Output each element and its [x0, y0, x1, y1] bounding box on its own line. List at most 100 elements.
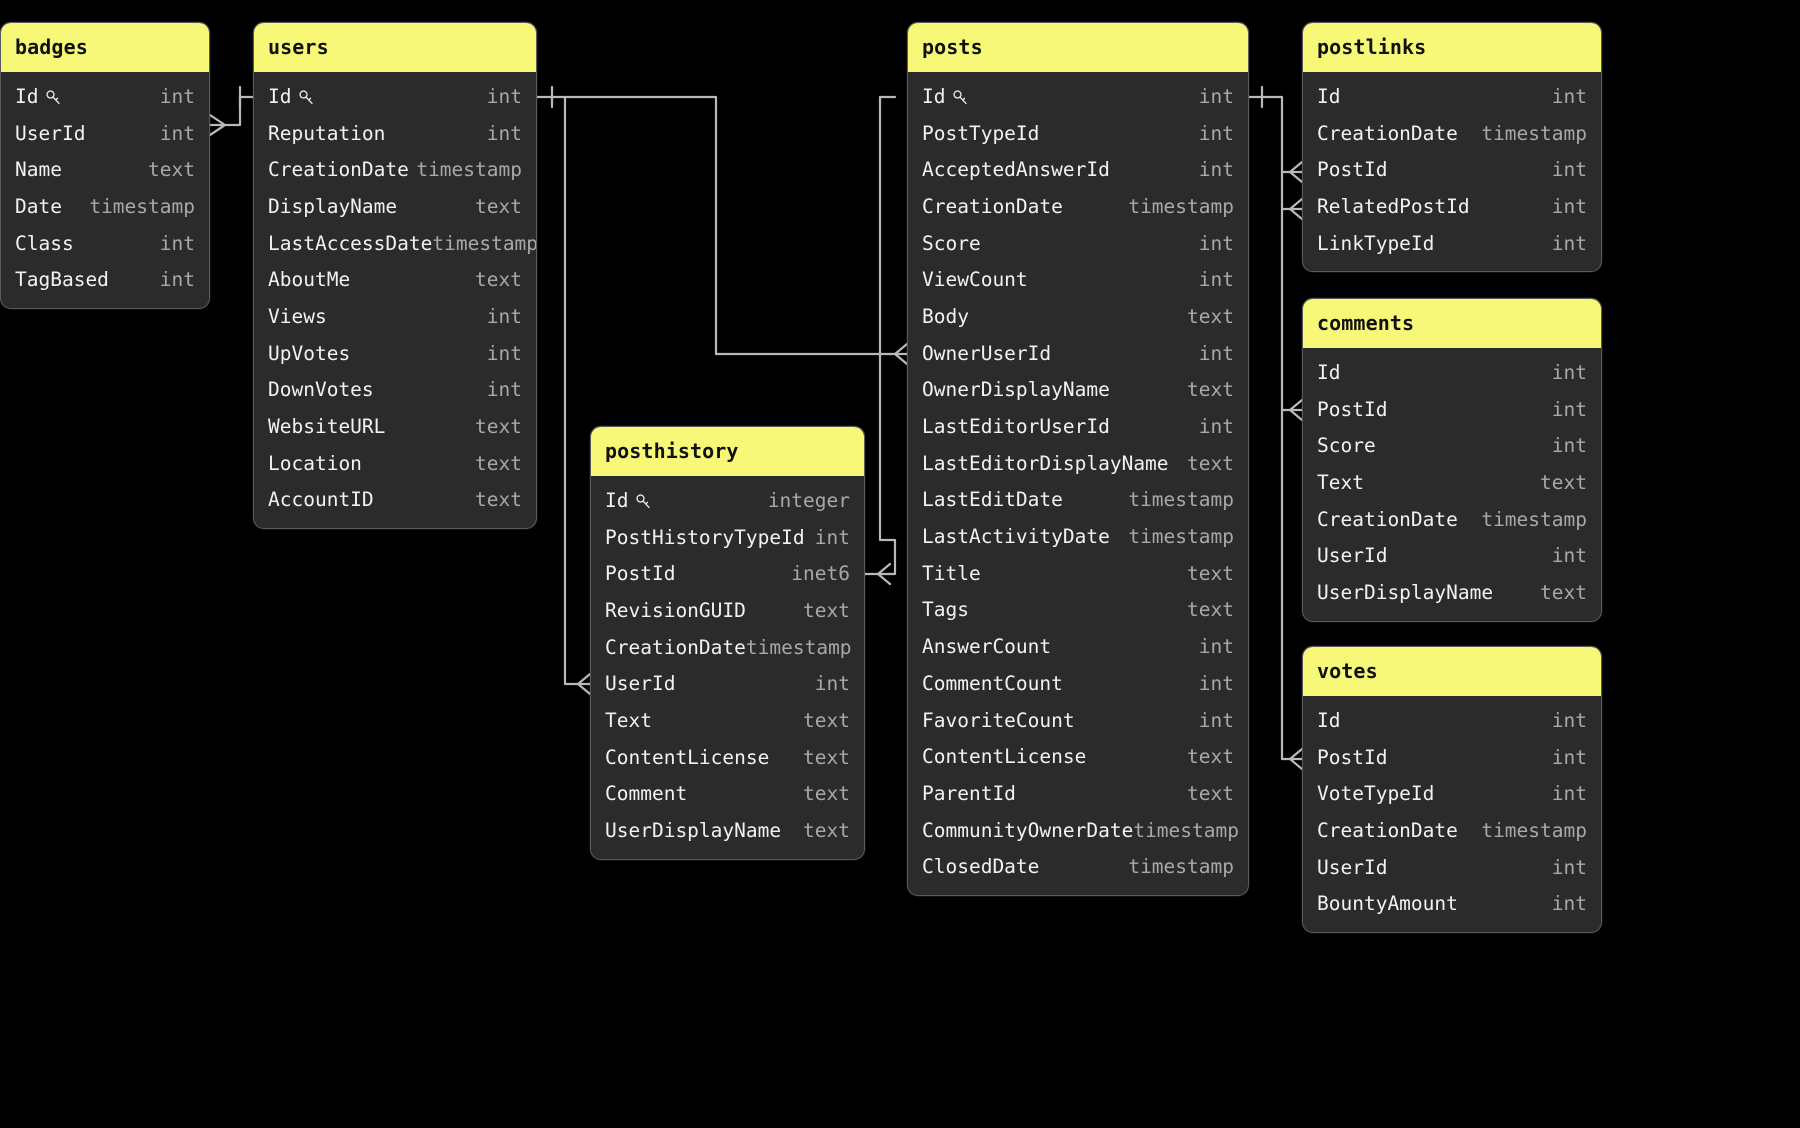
- field-type-label: int: [1551, 397, 1587, 421]
- field-name-cell: Id: [605, 489, 652, 512]
- field-type-label: text: [803, 708, 850, 732]
- field-type-label: int: [1551, 158, 1587, 182]
- field-type-label: int: [1551, 892, 1587, 916]
- field-name-cell: ContentLicense: [922, 745, 1086, 768]
- field-type-label: timestamp: [416, 158, 522, 182]
- field-name-cell: Class: [15, 232, 74, 255]
- field-name-cell: LastAccessDate: [268, 232, 432, 255]
- table-title-posts[interactable]: posts: [908, 23, 1248, 72]
- field-name-label: Score: [922, 231, 981, 255]
- table-title-postlinks[interactable]: postlinks: [1303, 23, 1601, 72]
- table-title-votes[interactable]: votes: [1303, 647, 1601, 696]
- field-name-label: ContentLicense: [922, 745, 1087, 769]
- table-title-comments[interactable]: comments: [1303, 299, 1601, 348]
- field-name-label: LastEditorDisplayName: [922, 451, 1169, 475]
- field-name-label: Id: [922, 84, 946, 108]
- field-name-label: Id: [605, 488, 629, 512]
- table-title-users[interactable]: users: [254, 23, 536, 72]
- field-name-cell: UserId: [605, 672, 675, 695]
- field-name-label: PostTypeId: [922, 121, 1040, 145]
- table-title-badges[interactable]: badges: [1, 23, 209, 72]
- table-title-posthistory[interactable]: posthistory: [591, 427, 864, 476]
- field-name-label: UserId: [1317, 544, 1388, 568]
